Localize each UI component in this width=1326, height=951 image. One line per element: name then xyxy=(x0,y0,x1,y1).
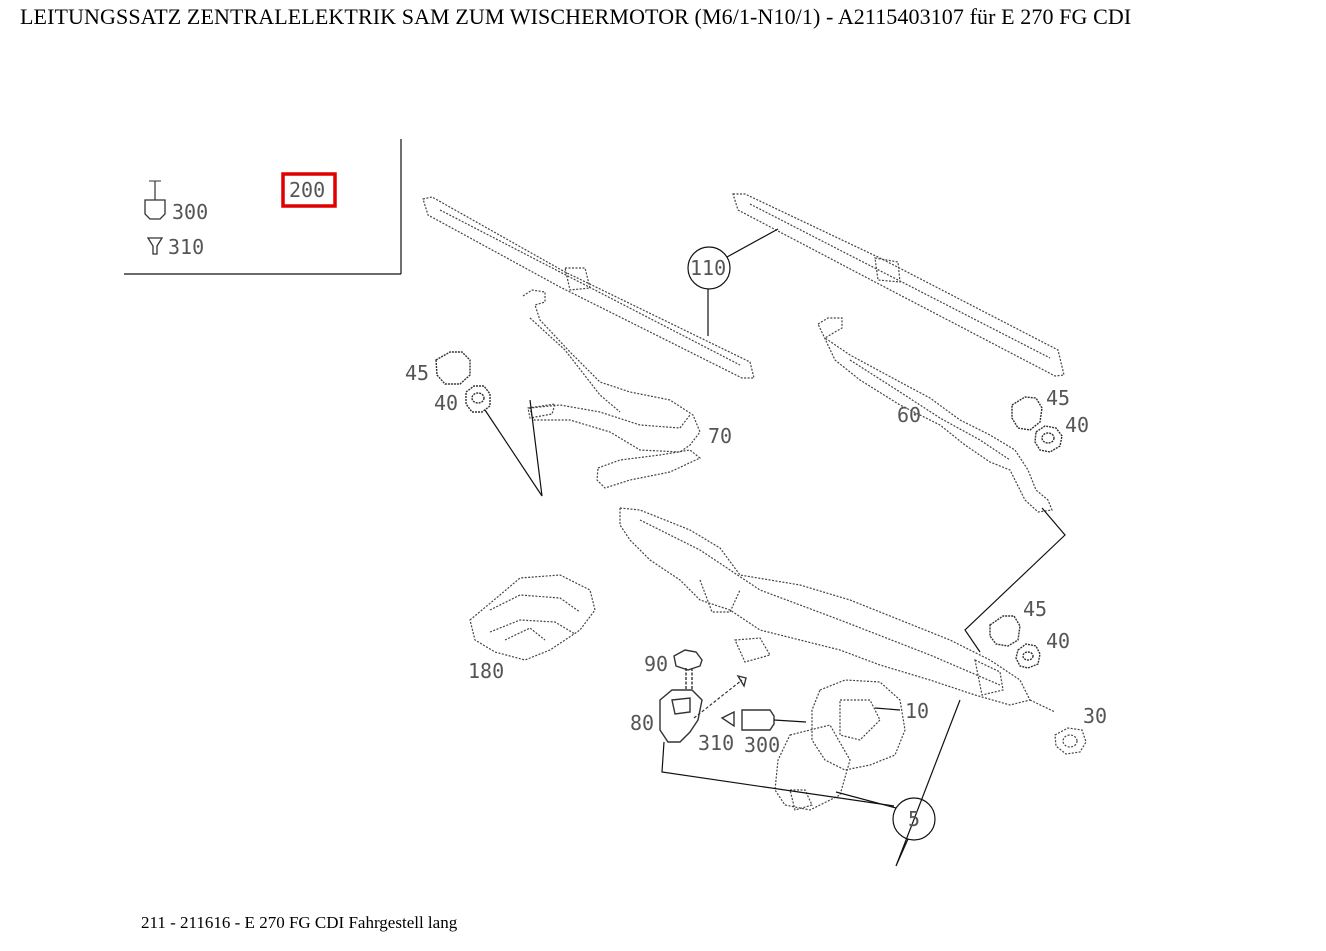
part-label-5[interactable]: 5 xyxy=(908,807,920,831)
legend-item-310[interactable]: 310 xyxy=(168,235,204,259)
part-label-45b[interactable]: 45 xyxy=(1046,386,1070,410)
part-label-40b[interactable]: 40 xyxy=(1065,413,1089,437)
nut-40c xyxy=(1015,643,1041,669)
connector-310-icon xyxy=(720,710,735,728)
wiper-arm-70 xyxy=(522,289,702,489)
legend-item-300[interactable]: 300 xyxy=(172,200,208,224)
callout-circle-5 xyxy=(892,797,936,841)
callout-circle-110 xyxy=(687,246,731,290)
part-label-40a[interactable]: 40 xyxy=(434,391,458,415)
wiper-blade-left xyxy=(422,196,755,379)
wiper-motor-10 xyxy=(774,679,906,811)
part-label-70[interactable]: 70 xyxy=(708,424,732,448)
cap-45c xyxy=(989,615,1021,647)
page-title: LEITUNGSSATZ ZENTRALELEKTRIK SAM ZUM WIS… xyxy=(20,4,1132,29)
part-label-45c[interactable]: 45 xyxy=(1023,597,1047,621)
part-label-45a[interactable]: 45 xyxy=(405,361,429,385)
wiper-linkage-frame xyxy=(619,507,1056,713)
legend-box: 300 310 200 xyxy=(124,139,402,275)
legend-connector-icon xyxy=(144,180,166,220)
wiper-arm-60 xyxy=(817,317,1053,513)
part-label-40c[interactable]: 40 xyxy=(1046,629,1070,653)
part-label-60[interactable]: 60 xyxy=(897,403,921,427)
part-label-180[interactable]: 180 xyxy=(468,659,504,683)
leader-lines xyxy=(484,228,1066,867)
nut-40b xyxy=(1034,425,1063,453)
part-label-310[interactable]: 310 xyxy=(698,731,734,755)
nut-40a xyxy=(465,385,491,413)
connector-300-icon xyxy=(741,709,807,731)
cap-45a xyxy=(435,351,471,385)
part-label-80[interactable]: 80 xyxy=(630,711,654,735)
bolt-90 xyxy=(673,649,703,690)
highlight-box xyxy=(281,172,337,208)
wiper-blade-right xyxy=(732,193,1065,377)
bracket-80 xyxy=(659,674,747,743)
vehicle-info-footer: 211 - 211616 - E 270 FG CDI Fahrgestell … xyxy=(141,913,458,932)
part-label-10[interactable]: 10 xyxy=(905,699,929,723)
part-label-30[interactable]: 30 xyxy=(1083,704,1107,728)
legend-plug-icon xyxy=(146,237,164,255)
part-label-300[interactable]: 300 xyxy=(744,733,780,757)
control-unit-180 xyxy=(469,574,596,661)
nut-30 xyxy=(1054,727,1087,755)
part-label-200[interactable]: 200 xyxy=(289,178,325,202)
cap-45b xyxy=(1011,396,1043,431)
part-label-90[interactable]: 90 xyxy=(644,652,668,676)
part-label-110[interactable]: 110 xyxy=(690,256,726,280)
